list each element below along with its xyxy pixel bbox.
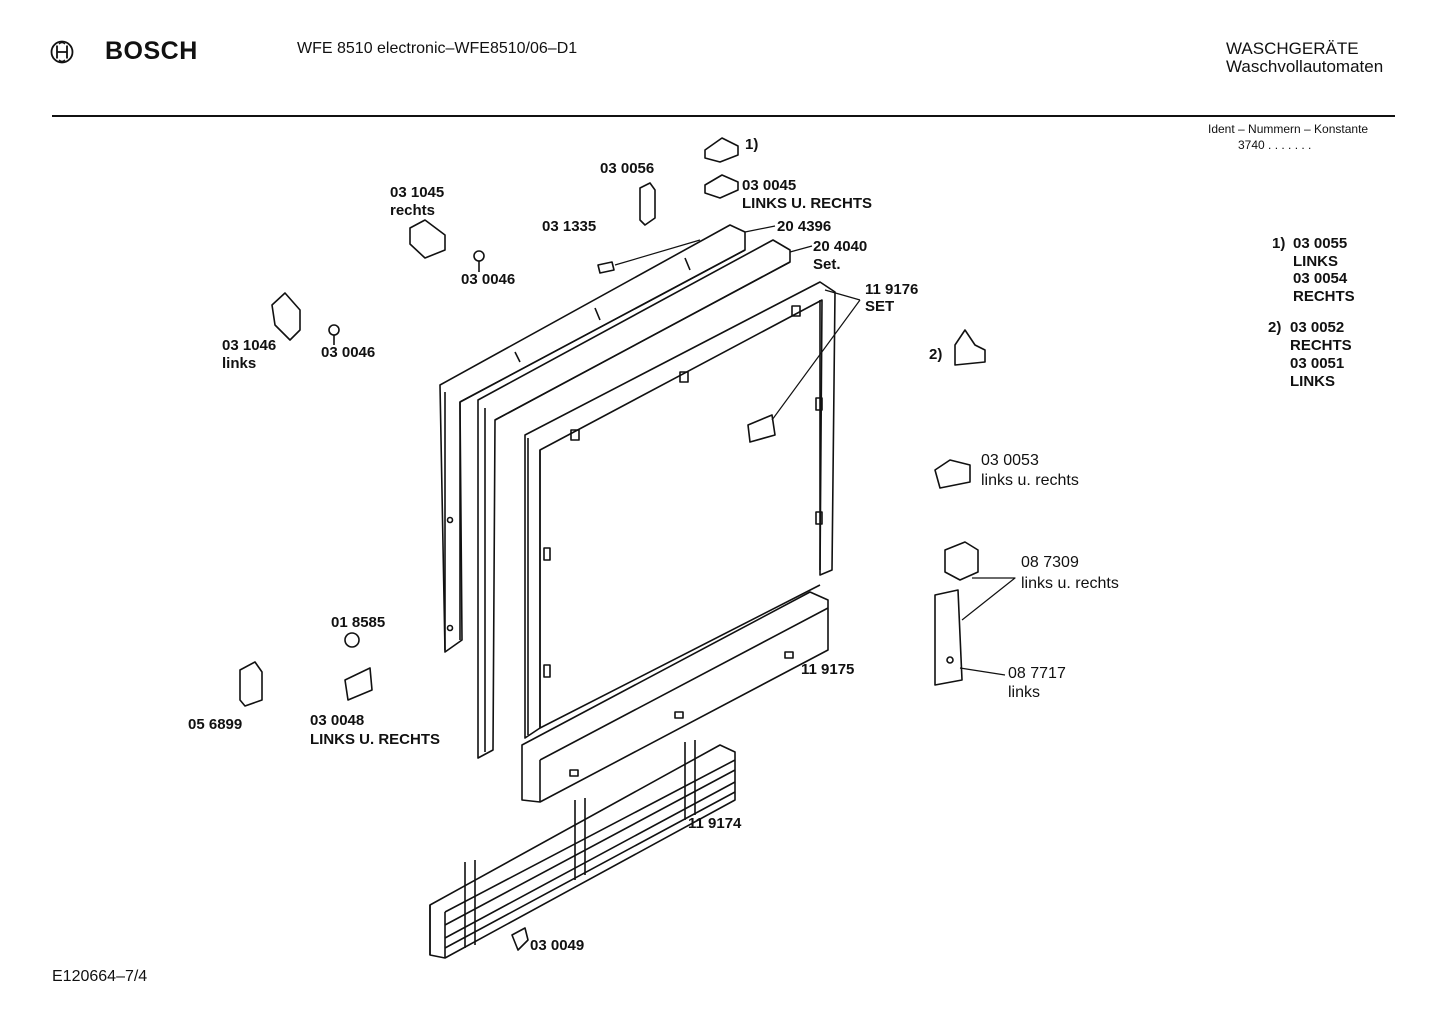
part-056899: 05 6899 [188, 716, 243, 733]
part-030045-sub: LINKS U. RECHTS [742, 195, 873, 212]
note1-marker: 1) [1272, 235, 1286, 252]
note2-line2: RECHTS [1290, 337, 1352, 354]
note2-marker: 2) [1268, 319, 1282, 336]
part-087309: 08 7309 [1021, 554, 1079, 571]
profile-bottom [521, 591, 829, 803]
part-031335: 03 1335 [542, 218, 597, 235]
part-204040-sub: Set. [813, 256, 841, 273]
rails [429, 740, 736, 959]
footer-code: E120664–7/4 [52, 968, 148, 985]
part-031046-sub: links [222, 355, 257, 372]
part-030048: 03 0048 [310, 712, 365, 729]
leader-lines [614, 225, 1016, 676]
part-119175: 11 9175 [801, 661, 855, 678]
note2-line4: LINKS [1290, 373, 1335, 390]
part-030056: 03 0056 [600, 160, 655, 177]
note1-line1: 03 0055 [1293, 235, 1348, 252]
part-119176: 11 9176 [865, 281, 919, 298]
ident-title: Ident – Nummern – Konstante [1208, 122, 1369, 136]
frame-inner [524, 281, 836, 739]
part-030049: 03 0049 [530, 937, 585, 954]
part-087717-sub: links [1008, 684, 1041, 701]
frame-middle [477, 239, 791, 759]
marker-1: 1) [745, 136, 759, 153]
part-204396: 20 4396 [777, 218, 832, 235]
part-119176-sub: SET [865, 298, 895, 315]
part-030048-sub: LINKS U. RECHTS [310, 731, 441, 748]
part-030053: 03 0053 [981, 452, 1039, 469]
header-divider [52, 115, 1395, 117]
part-030046-b: 03 0046 [321, 344, 376, 361]
part-031046: 03 1046 [222, 337, 277, 354]
brand-name: BOSCH [105, 37, 198, 65]
frame-outer [439, 224, 746, 653]
part-018585: 01 8585 [331, 614, 386, 631]
note2-line3: 03 0051 [1290, 355, 1345, 372]
category-line1: WASCHGERÄTE [1226, 39, 1359, 58]
note1-line4: RECHTS [1293, 288, 1355, 305]
part-087309-sub: links u. rechts [1021, 575, 1119, 592]
category-line2: Waschvollautomaten [1226, 57, 1384, 76]
part-031045: 03 1045 [390, 184, 445, 201]
part-030046-a: 03 0046 [461, 271, 516, 288]
note2-line1: 03 0052 [1290, 319, 1345, 336]
part-087717: 08 7717 [1008, 665, 1066, 682]
part-030045: 03 0045 [742, 177, 797, 194]
hinge-parts [239, 137, 986, 951]
part-031045-sub: rechts [390, 202, 436, 219]
part-119174: 11 9174 [688, 815, 742, 832]
note1-line3: 03 0054 [1293, 270, 1348, 287]
model-title: WFE 8510 electronic–WFE8510/06–D1 [297, 40, 578, 57]
ident-value: 3740 . . . . . . . [1238, 138, 1312, 152]
part-030053-sub: links u. rechts [981, 472, 1079, 489]
part-204040: 20 4040 [813, 238, 868, 255]
bosch-logo-icon [50, 40, 74, 69]
marker-2: 2) [929, 346, 943, 363]
note1-line2: LINKS [1293, 253, 1338, 270]
